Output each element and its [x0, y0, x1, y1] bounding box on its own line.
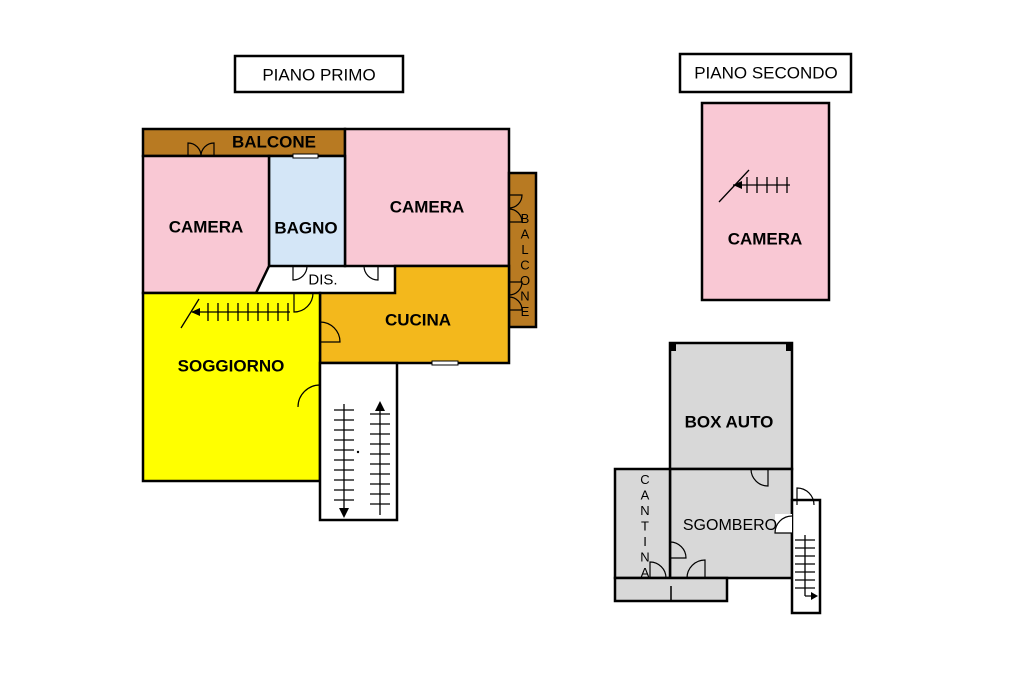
sgombero-door-recess — [775, 514, 792, 533]
stair-flight-down — [334, 404, 354, 512]
stair-run — [192, 303, 290, 321]
arrow-down-icon — [339, 508, 349, 518]
room-label-cucina: CUCINA — [384, 310, 452, 330]
box-auto-area — [668, 341, 794, 471]
bagno-area — [267, 154, 347, 268]
stair-run — [795, 535, 815, 597]
door-swing-box-auto — [750, 468, 769, 487]
stair-flight-up — [370, 406, 390, 515]
room-label-box-auto: BOX AUTO — [684, 412, 774, 432]
camera-right-area — [343, 127, 511, 268]
room-label-cantina: CANTINA — [637, 471, 653, 581]
window-bagno — [292, 153, 319, 159]
stair-cut-line — [180, 298, 200, 329]
door-swing-stairwell — [297, 384, 321, 408]
title-box-second-floor — [678, 52, 853, 94]
stair-landing-dot — [356, 450, 360, 454]
room-label-soggiorno: SOGGIORNO — [177, 356, 285, 376]
service-stairs-icon — [795, 535, 818, 600]
room-label-camera-right: CAMERA — [389, 197, 465, 217]
second-floor-title: PIANO SECONDO — [694, 63, 838, 83]
balcone-top-area — [141, 127, 347, 158]
soggiorno-stairs-icon — [180, 298, 290, 329]
door-swing-bagno — [292, 265, 308, 281]
second-floor-stairs-icon — [718, 169, 790, 203]
door-swing-balcone-right — [200, 142, 215, 157]
room-label-balcone-side: BALCONE — [517, 210, 533, 320]
disimpegno-area — [255, 266, 395, 293]
stair-run — [733, 177, 790, 193]
room-label-disimpegno: DIS. — [308, 271, 338, 289]
first-floor-title: PIANO PRIMO — [262, 65, 376, 85]
door-swing-cantina-bottom — [649, 561, 667, 579]
room-label-balcone-top: BALCONE — [231, 132, 317, 152]
door-swing-cucina — [319, 321, 341, 343]
door-swing-side-balcony-3 — [508, 281, 523, 296]
garage-door-post-left — [670, 342, 676, 351]
room-label-camera-second-floor: CAMERA — [727, 229, 803, 249]
annex-plan — [613, 341, 822, 615]
stair-cut-line — [718, 169, 750, 203]
camera-second-floor-area — [700, 101, 831, 302]
door-swing-sgombero-side — [774, 515, 793, 534]
door-swing-stairs-exit — [796, 487, 815, 506]
stairwell-area — [318, 361, 399, 522]
garage-door-post-right — [786, 342, 792, 351]
room-label-sgombero: SGOMBERO — [682, 517, 778, 534]
arrow-left-icon — [191, 308, 200, 316]
cantina-area — [613, 467, 672, 580]
window-cucina — [431, 360, 459, 366]
sgombero-area — [668, 467, 794, 580]
arrow-up-icon — [375, 401, 385, 411]
door-swing-soggiorno — [293, 292, 314, 313]
door-swing-cantina — [669, 541, 687, 559]
door-swing-side-balcony-2 — [508, 208, 523, 223]
door-swing-side-balcony-1 — [508, 194, 523, 209]
balcone-side-area — [507, 171, 538, 329]
door-swing-sgombero-bottom — [686, 559, 706, 579]
door-swing-camera-right — [363, 265, 379, 281]
room-label-camera-left: CAMERA — [168, 217, 244, 237]
first-floor-plan — [141, 54, 538, 522]
second-floor-plan — [678, 52, 853, 302]
camera-left-area — [141, 154, 271, 295]
room-label-bagno: BAGNO — [274, 218, 338, 238]
soggiorno-area — [141, 291, 322, 483]
title-box-first-floor — [233, 54, 405, 94]
arrow-right-icon — [811, 592, 818, 600]
stairwell-stairs-icon — [334, 401, 390, 518]
door-swing-side-balcony-4 — [508, 296, 523, 311]
arrow-left-icon — [733, 181, 742, 189]
